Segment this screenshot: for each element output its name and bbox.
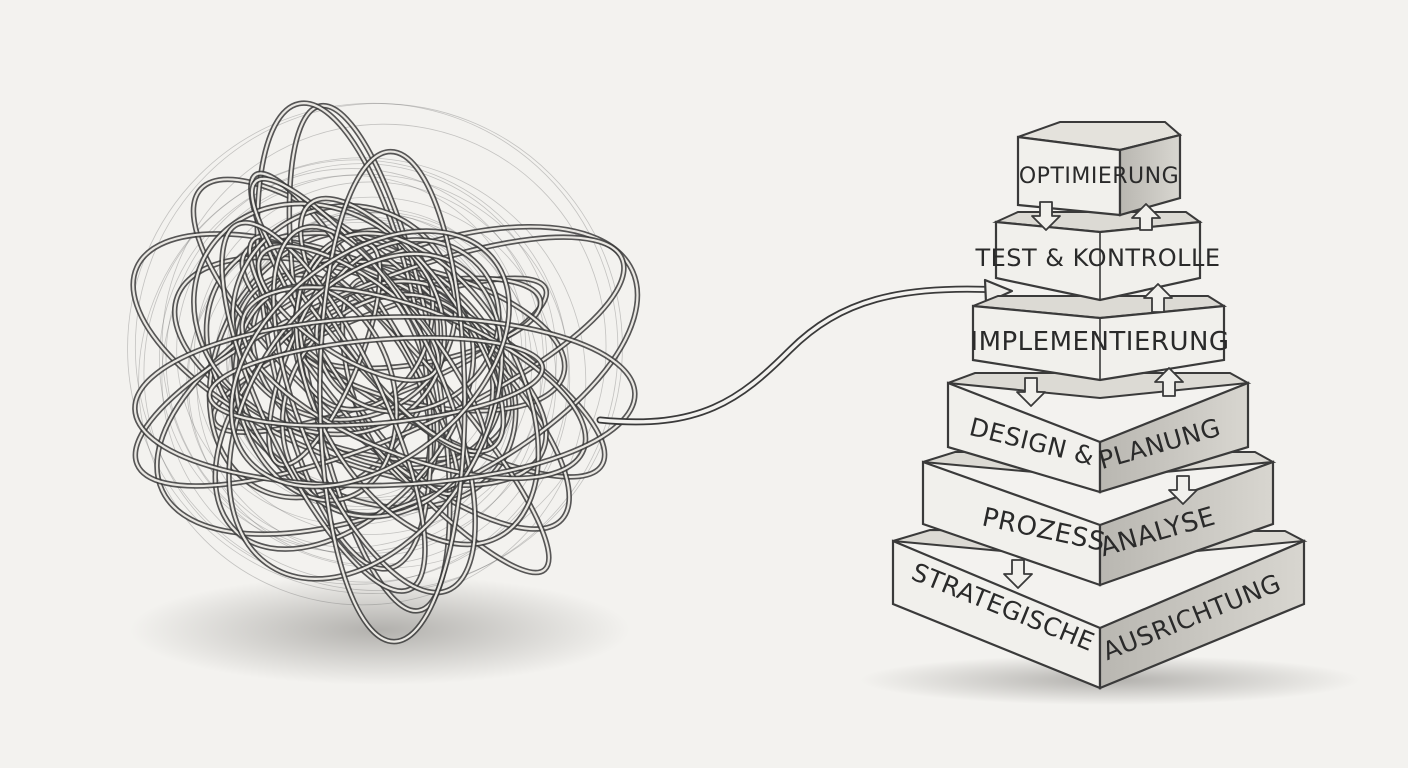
down-arrow-icon — [1168, 475, 1198, 505]
level-label: IMPLEMENTIERUNG — [970, 327, 1229, 357]
tangle-loop-highlight — [133, 315, 636, 487]
tangle-loop-highlight — [230, 229, 511, 488]
level-design-planung: DESIGN & PLANUNG — [946, 372, 1252, 494]
tangle-sketch-line — [143, 159, 569, 585]
level-label: TEST & KONTROLLE — [974, 244, 1220, 272]
process-stack: STRATEGISCHE AUSRICHTUNG PROZESS ANALYSE… — [860, 121, 1360, 705]
tangle-shadow — [130, 575, 630, 685]
level-test-kontrolle: TEST & KONTROLLE — [974, 211, 1220, 302]
level-label: OPTIMIERUNG — [1019, 164, 1179, 189]
tangle-sketch-line — [161, 173, 571, 583]
up-arrow-icon — [1143, 283, 1173, 313]
tangle-loop-highlight — [220, 221, 427, 593]
tangle-loop-highlight — [299, 197, 505, 453]
down-arrow-icon — [1016, 377, 1046, 407]
tangle-loop-highlight — [318, 150, 466, 643]
connector-arrows — [1003, 201, 1198, 589]
tangle-loop-highlight — [208, 336, 544, 427]
down-arrow-icon — [1003, 559, 1033, 589]
up-arrow-icon — [1131, 203, 1161, 231]
tangle-loop-highlight — [272, 225, 477, 594]
level-optimierung: OPTIMIERUNG — [1016, 121, 1183, 217]
down-arrow-icon — [1031, 201, 1061, 231]
level-implementierung: IMPLEMENTIERUNG — [970, 295, 1229, 382]
tangle-ball-icon — [127, 100, 641, 685]
up-arrow-icon — [1154, 367, 1184, 397]
